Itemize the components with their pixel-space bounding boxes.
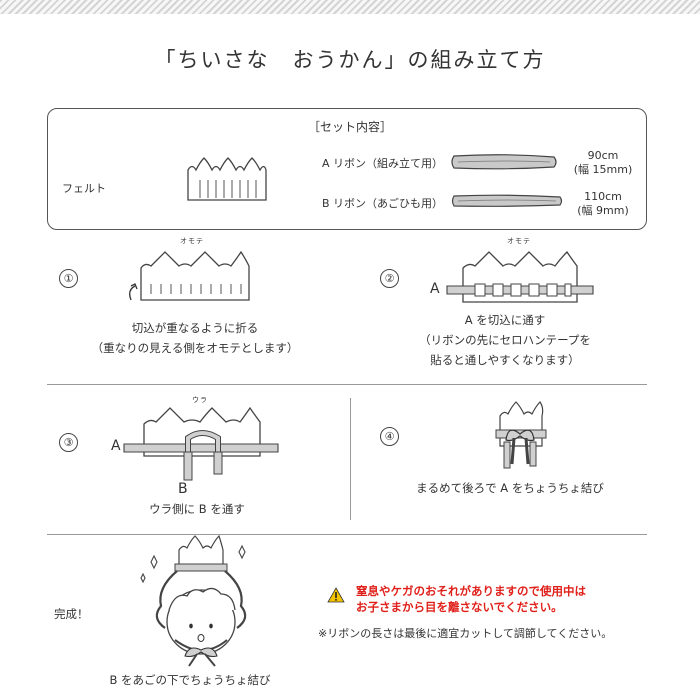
step1-number: ① (59, 269, 78, 288)
step3-caption: ウラ側に B を通す (92, 499, 302, 519)
ribbon-b-width-value: (幅 9mm) (577, 204, 629, 217)
warning-line1: 窒息やケガのおそれがありますので使用中は (356, 584, 586, 598)
ribbon-b-length-value: 110cm (584, 190, 622, 203)
warning-line2: お子さまから目を離さないでください。 (356, 600, 563, 614)
top-stripe-border (0, 0, 700, 14)
step2-caption-line1: A を切込に通す (464, 313, 546, 327)
step2-caption-line2: （リボンの先にセロハンテープを (419, 333, 591, 347)
step1-caption-line2: （重なりの見える側をオモテとします） (91, 341, 299, 355)
step4-caption: まるめて後ろで A をちょうちょ結び (380, 478, 640, 498)
ribbon-a-width-value: (幅 15mm) (573, 163, 633, 176)
step1-side-label: オモテ (180, 237, 204, 245)
ribbon-b-label: B リボン（あごひも用） (322, 197, 444, 210)
step4-number: ④ (380, 427, 399, 446)
step3-caption-line1: ウラ側に B を通す (149, 502, 245, 516)
ribbon-a-illustration (451, 154, 557, 170)
divider-col (350, 398, 351, 520)
step1-caption: 切込が重なるように折る （重なりの見える側をオモテとします） (50, 318, 340, 358)
felt-label: フェルト (62, 182, 106, 195)
ribbon-a-length: 90cm (幅 15mm) (566, 149, 640, 177)
completed-child-illustration (140, 534, 247, 667)
step2-caption: A を切込に通す （リボンの先にセロハンテープを 貼ると通しやすくなります） (365, 310, 645, 370)
step1-crown-illustration (129, 250, 250, 301)
complete-caption: B をあごの下でちょうちょ結び (109, 673, 271, 687)
warning-text: 窒息やケガのおそれがありますので使用中は お子さまから目を離さないでください。 (356, 583, 586, 615)
step3-crown-illustration (123, 406, 279, 481)
kit-contents-box (47, 108, 647, 230)
step2-crown-illustration (446, 250, 594, 303)
ribbon-b-illustration (451, 194, 563, 207)
step4-crown-illustration (495, 401, 547, 469)
ribbon-a-length-value: 90cm (587, 149, 619, 162)
step3-ribbon-letter-a: A (111, 438, 121, 454)
felt-crown-illustration (187, 157, 267, 201)
trim-note: ※リボンの長さは最後に適宜カットして調節してください。 (318, 627, 613, 640)
step1-caption-line1: 切込が重なるように折る (131, 321, 259, 335)
step2-caption-line3: 貼ると通しやすくなります） (430, 353, 580, 367)
step2-number: ② (380, 269, 399, 288)
kit-heading: ［セット内容］ (307, 120, 392, 134)
step4-caption-line1: まるめて後ろで A をちょうちょ結び (416, 481, 604, 495)
warning-triangle-icon (327, 587, 345, 603)
step3-ribbon-letter-b: B (178, 481, 188, 497)
step3-number: ③ (59, 433, 78, 452)
step2-side-label: オモテ (507, 237, 531, 245)
complete-label: 完成！ (54, 607, 89, 621)
divider-row2 (47, 534, 647, 535)
step3-side-label: ウラ (192, 396, 208, 404)
page-title: 「ちいさな おうかん」の組み立て方 (154, 48, 546, 72)
divider-row1 (47, 384, 647, 385)
ribbon-b-length: 110cm (幅 9mm) (566, 190, 640, 218)
ribbon-a-label: A リボン（組み立て用） (322, 157, 444, 170)
step2-ribbon-letter: A (430, 281, 440, 297)
